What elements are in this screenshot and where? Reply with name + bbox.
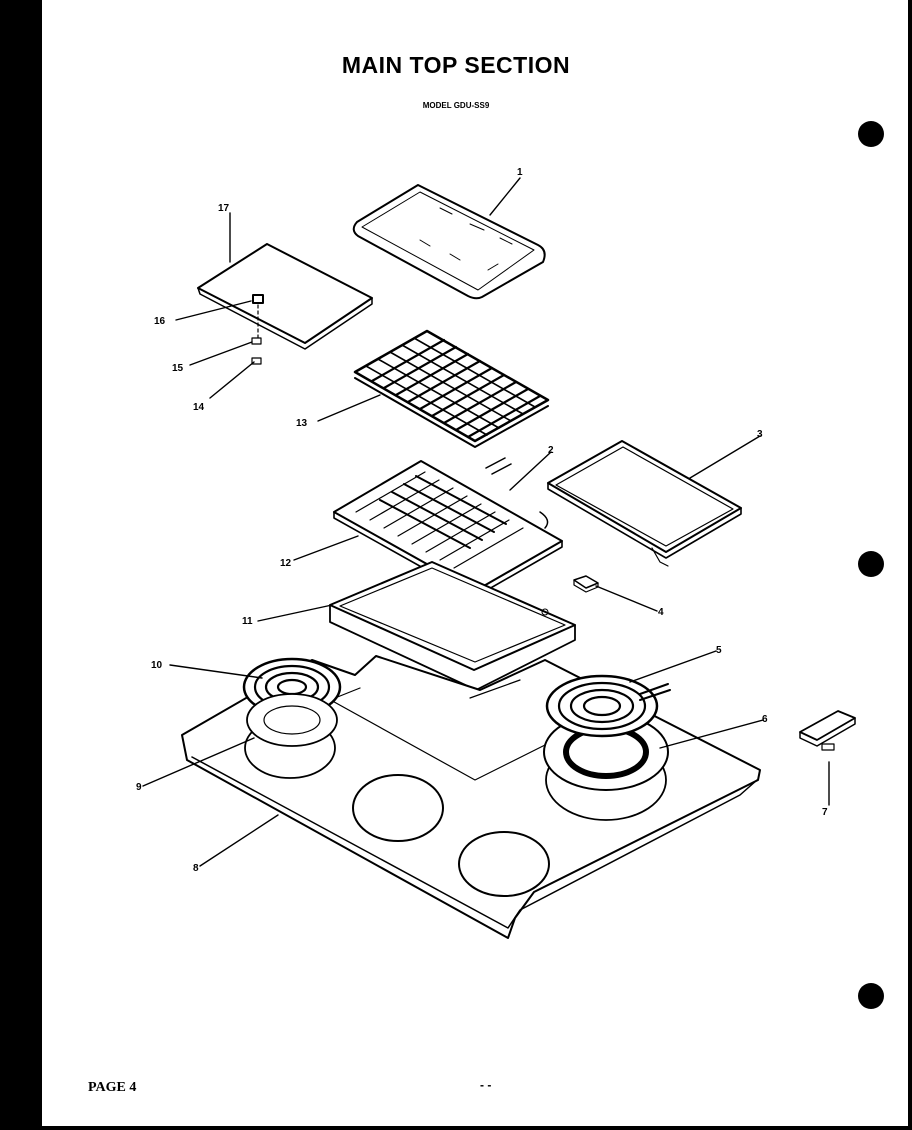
leader-lines — [142, 177, 830, 867]
callout-6: 6 — [762, 714, 768, 725]
callout-17: 17 — [218, 203, 230, 214]
callout-16: 16 — [154, 316, 166, 327]
part-5-right-surface-element — [545, 674, 671, 738]
binder-hole-middle — [858, 551, 884, 577]
binder-hole-bottom — [858, 983, 884, 1009]
callout-5: 5 — [716, 645, 722, 656]
part-15-14-hardware — [251, 304, 262, 365]
callout-3: 3 — [757, 429, 763, 440]
part-1-griddle-cover — [352, 184, 546, 300]
callout-12: 12 — [280, 558, 292, 569]
callout-1: 1 — [517, 167, 523, 178]
part-3-drip-tray — [547, 440, 742, 567]
page-number-label: PAGE 4 — [88, 1080, 137, 1095]
part-11-grill-pan — [329, 561, 576, 691]
callout-13: 13 — [296, 418, 308, 429]
callout-4: 4 — [658, 607, 664, 618]
callout-11: 11 — [242, 616, 253, 627]
callout-10: 10 — [151, 660, 163, 671]
model-subtitle: MODEL GDU-SS9 — [422, 101, 490, 110]
part-13-grill-grate — [353, 329, 550, 448]
callout-9: 9 — [136, 782, 142, 793]
page-title: MAIN TOP SECTION — [341, 52, 571, 78]
part-9-left-drip-bowl — [246, 693, 338, 747]
callout-2: 2 — [548, 445, 554, 456]
callout-8: 8 — [193, 863, 199, 874]
part-4-connector — [573, 575, 599, 593]
callout-14: 14 — [193, 402, 205, 413]
binder-hole-top — [858, 121, 884, 147]
callout-15: 15 — [172, 363, 184, 374]
part-17-cover-plate — [197, 243, 373, 350]
callout-7: 7 — [822, 807, 828, 818]
part-7-terminal-block — [799, 710, 856, 751]
footer-mark: - - — [480, 1078, 492, 1092]
